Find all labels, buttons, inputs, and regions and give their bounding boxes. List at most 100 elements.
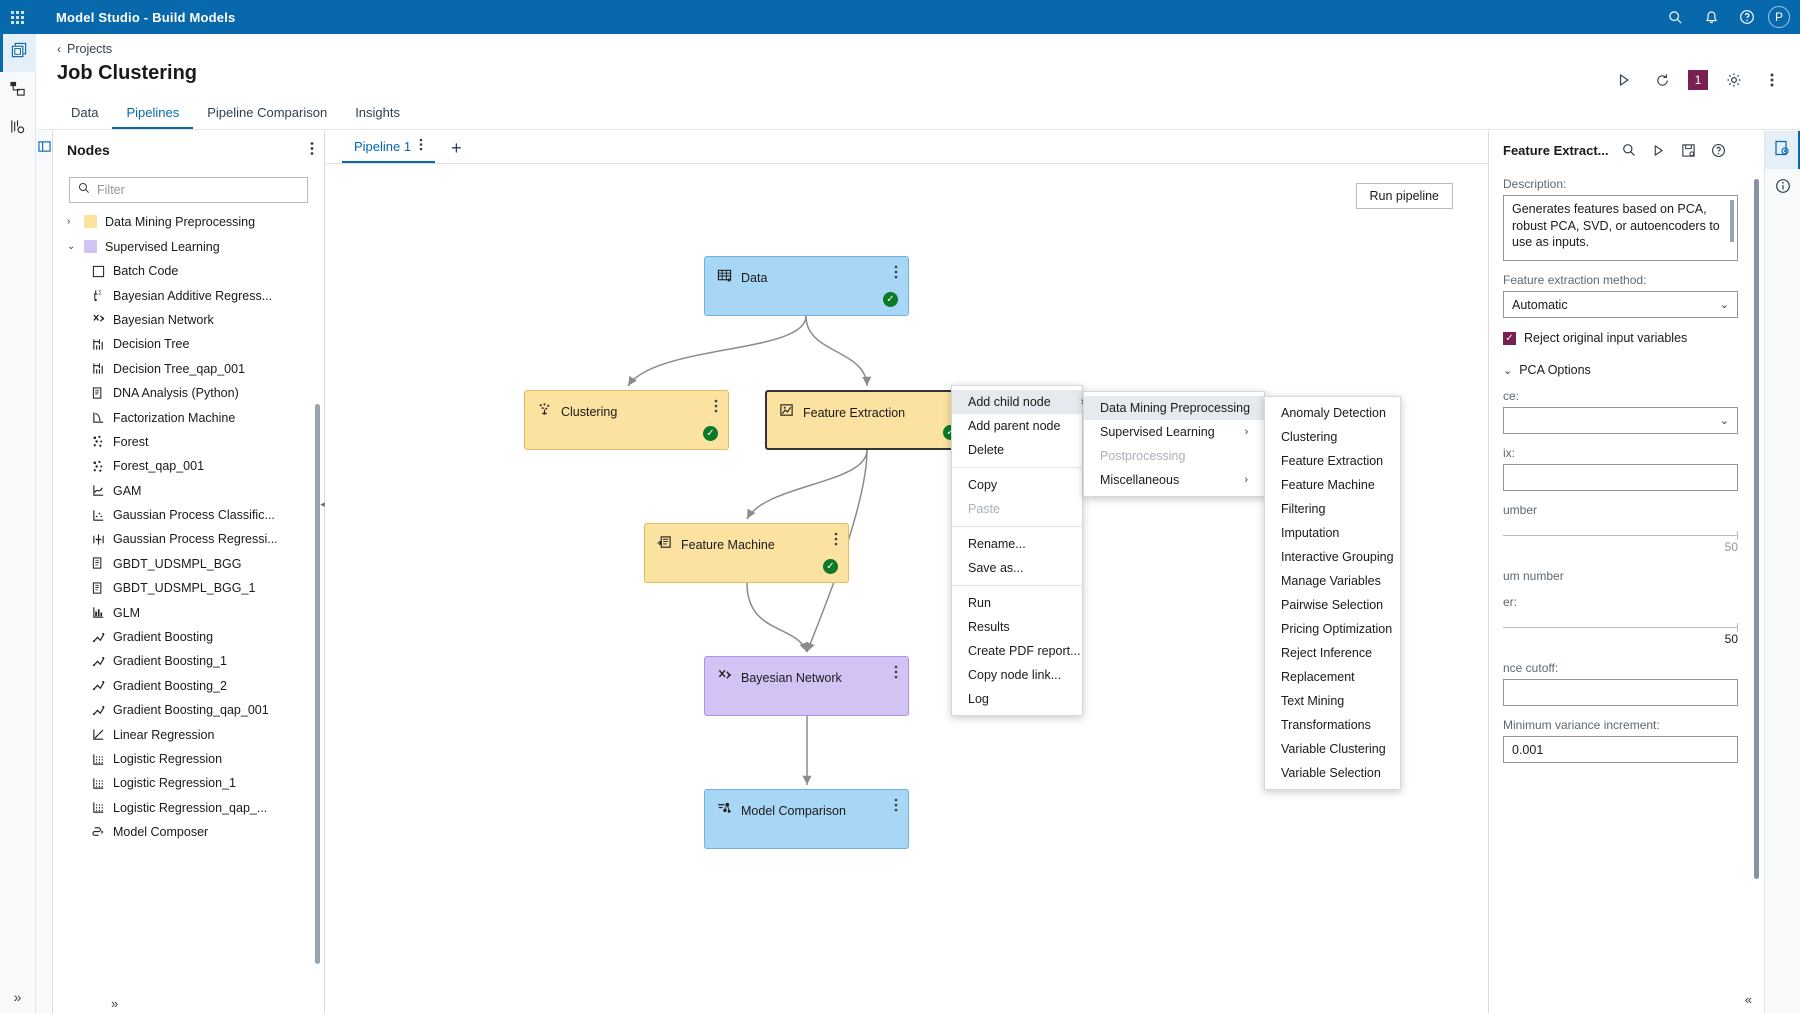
- pipeline-node-feature-extraction[interactable]: Feature Extraction✓: [765, 390, 970, 450]
- menu-item-delete[interactable]: Delete: [952, 438, 1082, 462]
- menu-item-transformations[interactable]: Transformations: [1265, 713, 1400, 737]
- tree-item[interactable]: Forest: [53, 430, 324, 454]
- tree-item[interactable]: Batch Code: [53, 259, 324, 283]
- vertical-ellipsis-icon[interactable]: [894, 798, 898, 815]
- menu-item-clustering[interactable]: Clustering: [1265, 425, 1400, 449]
- tree-item[interactable]: DNA Analysis (Python): [53, 381, 324, 405]
- menu-item-anomaly-detection[interactable]: Anomaly Detection: [1265, 401, 1400, 425]
- description-textarea[interactable]: Generates features based on PCA, robust …: [1503, 195, 1738, 261]
- tree-item[interactable]: Gaussian Process Regressi...: [53, 527, 324, 551]
- help-icon[interactable]: [1709, 140, 1729, 160]
- tree-item[interactable]: GBDT_UDSMPL_BGG: [53, 552, 324, 576]
- menu-item-interactive-grouping[interactable]: Interactive Grouping: [1265, 545, 1400, 569]
- rail-item-pipelines[interactable]: [0, 72, 36, 110]
- breadcrumb[interactable]: ‹ Projects: [57, 42, 112, 56]
- tree-item[interactable]: Forest_qap_001: [53, 454, 324, 478]
- tab-pipeline-comparison[interactable]: Pipeline Comparison: [207, 104, 328, 120]
- vertical-ellipsis-icon[interactable]: [834, 532, 838, 549]
- run-icon[interactable]: [1649, 140, 1669, 160]
- tree-item[interactable]: Gradient Boosting_1: [53, 649, 324, 673]
- menu-item-feature-extraction[interactable]: Feature Extraction: [1265, 449, 1400, 473]
- save-icon[interactable]: [1679, 140, 1699, 160]
- tree-item[interactable]: Logistic Regression_1: [53, 771, 324, 795]
- menu-item-results[interactable]: Results: [952, 615, 1082, 639]
- tab-pipeline-1[interactable]: Pipeline 1: [342, 131, 436, 163]
- search-icon[interactable]: [1619, 140, 1639, 160]
- menu-item-rename[interactable]: Rename...: [952, 532, 1082, 556]
- search-input[interactable]: [97, 183, 299, 197]
- add-pipeline-button[interactable]: +: [451, 138, 462, 158]
- tree-item[interactable]: Gaussian Process Classific...: [53, 503, 324, 527]
- tree-item[interactable]: Model Composer: [53, 820, 324, 844]
- menu-item-data-mining-preprocessing[interactable]: Data Mining Preprocessing›: [1084, 396, 1284, 420]
- tab-data[interactable]: Data: [71, 104, 99, 120]
- max-components-slider[interactable]: 50: [1503, 531, 1738, 557]
- rail-item-properties[interactable]: [1765, 131, 1800, 169]
- matrix-input[interactable]: [1503, 464, 1738, 491]
- menu-item-create-pdf-report[interactable]: Create PDF report...: [952, 639, 1082, 663]
- menu-item-run[interactable]: Run: [952, 591, 1082, 615]
- menu-item-save-as[interactable]: Save as...: [952, 556, 1082, 580]
- tree-item[interactable]: Logistic Regression_qap_...: [53, 796, 324, 820]
- menu-item-add-parent-node[interactable]: Add parent node›: [952, 414, 1094, 438]
- menu-item-text-mining[interactable]: Text Mining: [1265, 689, 1400, 713]
- menu-item-feature-machine[interactable]: Feature Machine: [1265, 473, 1400, 497]
- nodes-scrollbar[interactable]: [315, 404, 320, 964]
- rail-item-data-exchange[interactable]: [0, 110, 36, 148]
- menu-item-variable-clustering[interactable]: Variable Clustering: [1265, 737, 1400, 761]
- menu-item-filtering[interactable]: Filtering: [1265, 497, 1400, 521]
- rail-item-info[interactable]: [1765, 169, 1800, 207]
- tree-item[interactable]: Gradient Boosting_2: [53, 674, 324, 698]
- menu-item-pairwise-selection[interactable]: Pairwise Selection: [1265, 593, 1400, 617]
- search-input-wrap[interactable]: [69, 177, 308, 203]
- nodes-panel-expand-button[interactable]: »: [111, 996, 119, 1011]
- menu-item-pricing-optimization[interactable]: Pricing Optimization: [1265, 617, 1400, 641]
- menu-item-miscellaneous[interactable]: Miscellaneous›: [1084, 468, 1264, 492]
- tree-item[interactable]: Bayesian Network: [53, 308, 324, 332]
- variance-cutoff-input[interactable]: [1503, 679, 1738, 706]
- menu-item-add-child-node[interactable]: Add child node›: [952, 390, 1084, 414]
- app-grid-icon[interactable]: [0, 0, 34, 34]
- menu-item-copy-node-link[interactable]: Copy node link...: [952, 663, 1082, 687]
- help-icon[interactable]: [1732, 2, 1762, 32]
- menu-item-manage-variables[interactable]: Manage Variables: [1265, 569, 1400, 593]
- pipeline-node-bayesian-network[interactable]: Bayesian Network: [704, 656, 909, 716]
- pipeline-node-clustering[interactable]: Clustering✓: [524, 390, 729, 450]
- vertical-ellipsis-icon[interactable]: [894, 665, 898, 682]
- avatar[interactable]: P: [1768, 6, 1790, 28]
- gear-icon[interactable]: [1722, 68, 1746, 92]
- vertical-ellipsis-icon[interactable]: [894, 265, 898, 282]
- tree-item[interactable]: GLM: [53, 600, 324, 624]
- menu-item-variable-selection[interactable]: Variable Selection: [1265, 761, 1400, 785]
- properties-scrollbar[interactable]: [1754, 179, 1759, 879]
- pipeline-node-feature-machine[interactable]: Feature Machine✓: [644, 523, 849, 583]
- run-icon[interactable]: [1612, 68, 1636, 92]
- nodes-panel-toggle-icon[interactable]: [36, 140, 52, 153]
- vertical-ellipsis-icon[interactable]: [419, 138, 423, 154]
- menu-item-copy[interactable]: Copy: [952, 473, 1082, 497]
- menu-item-log[interactable]: Log: [952, 687, 1082, 711]
- left-rail-expand-button[interactable]: »: [13, 989, 22, 1005]
- nodes-panel-collapse-handle[interactable]: ◂: [320, 498, 325, 509]
- pca-options-section[interactable]: ⌄ PCA Options: [1503, 363, 1738, 377]
- feature-extraction-method-select[interactable]: Automatic ⌄: [1503, 291, 1738, 318]
- menu-item-replacement[interactable]: Replacement: [1265, 665, 1400, 689]
- vertical-ellipsis-icon[interactable]: [1760, 68, 1784, 92]
- pipeline-node-model-comparison[interactable]: Model Comparison: [704, 789, 909, 849]
- tree-item[interactable]: GAM: [53, 479, 324, 503]
- min-variance-increment-input[interactable]: 0.001: [1503, 736, 1738, 763]
- properties-collapse-button[interactable]: «: [1744, 992, 1752, 1007]
- reject-original-input-variables-checkbox[interactable]: ✓ Reject original input variables: [1503, 331, 1738, 345]
- vertical-ellipsis-icon[interactable]: [310, 141, 314, 160]
- pipeline-node-data[interactable]: Data✓: [704, 256, 909, 316]
- notifications-icon[interactable]: [1696, 2, 1726, 32]
- rail-item-projects[interactable]: [0, 34, 36, 72]
- tree-group-data-mining-preprocessing[interactable]: › Data Mining Preprocessing: [53, 209, 324, 234]
- tab-pipelines[interactable]: Pipelines: [112, 97, 194, 129]
- tree-item[interactable]: Logistic Regression: [53, 747, 324, 771]
- tree-item[interactable]: Factorization Machine: [53, 405, 324, 429]
- tree-item[interactable]: Gradient Boosting: [53, 625, 324, 649]
- description-scrollbar[interactable]: [1730, 200, 1734, 242]
- tab-insights[interactable]: Insights: [355, 104, 400, 120]
